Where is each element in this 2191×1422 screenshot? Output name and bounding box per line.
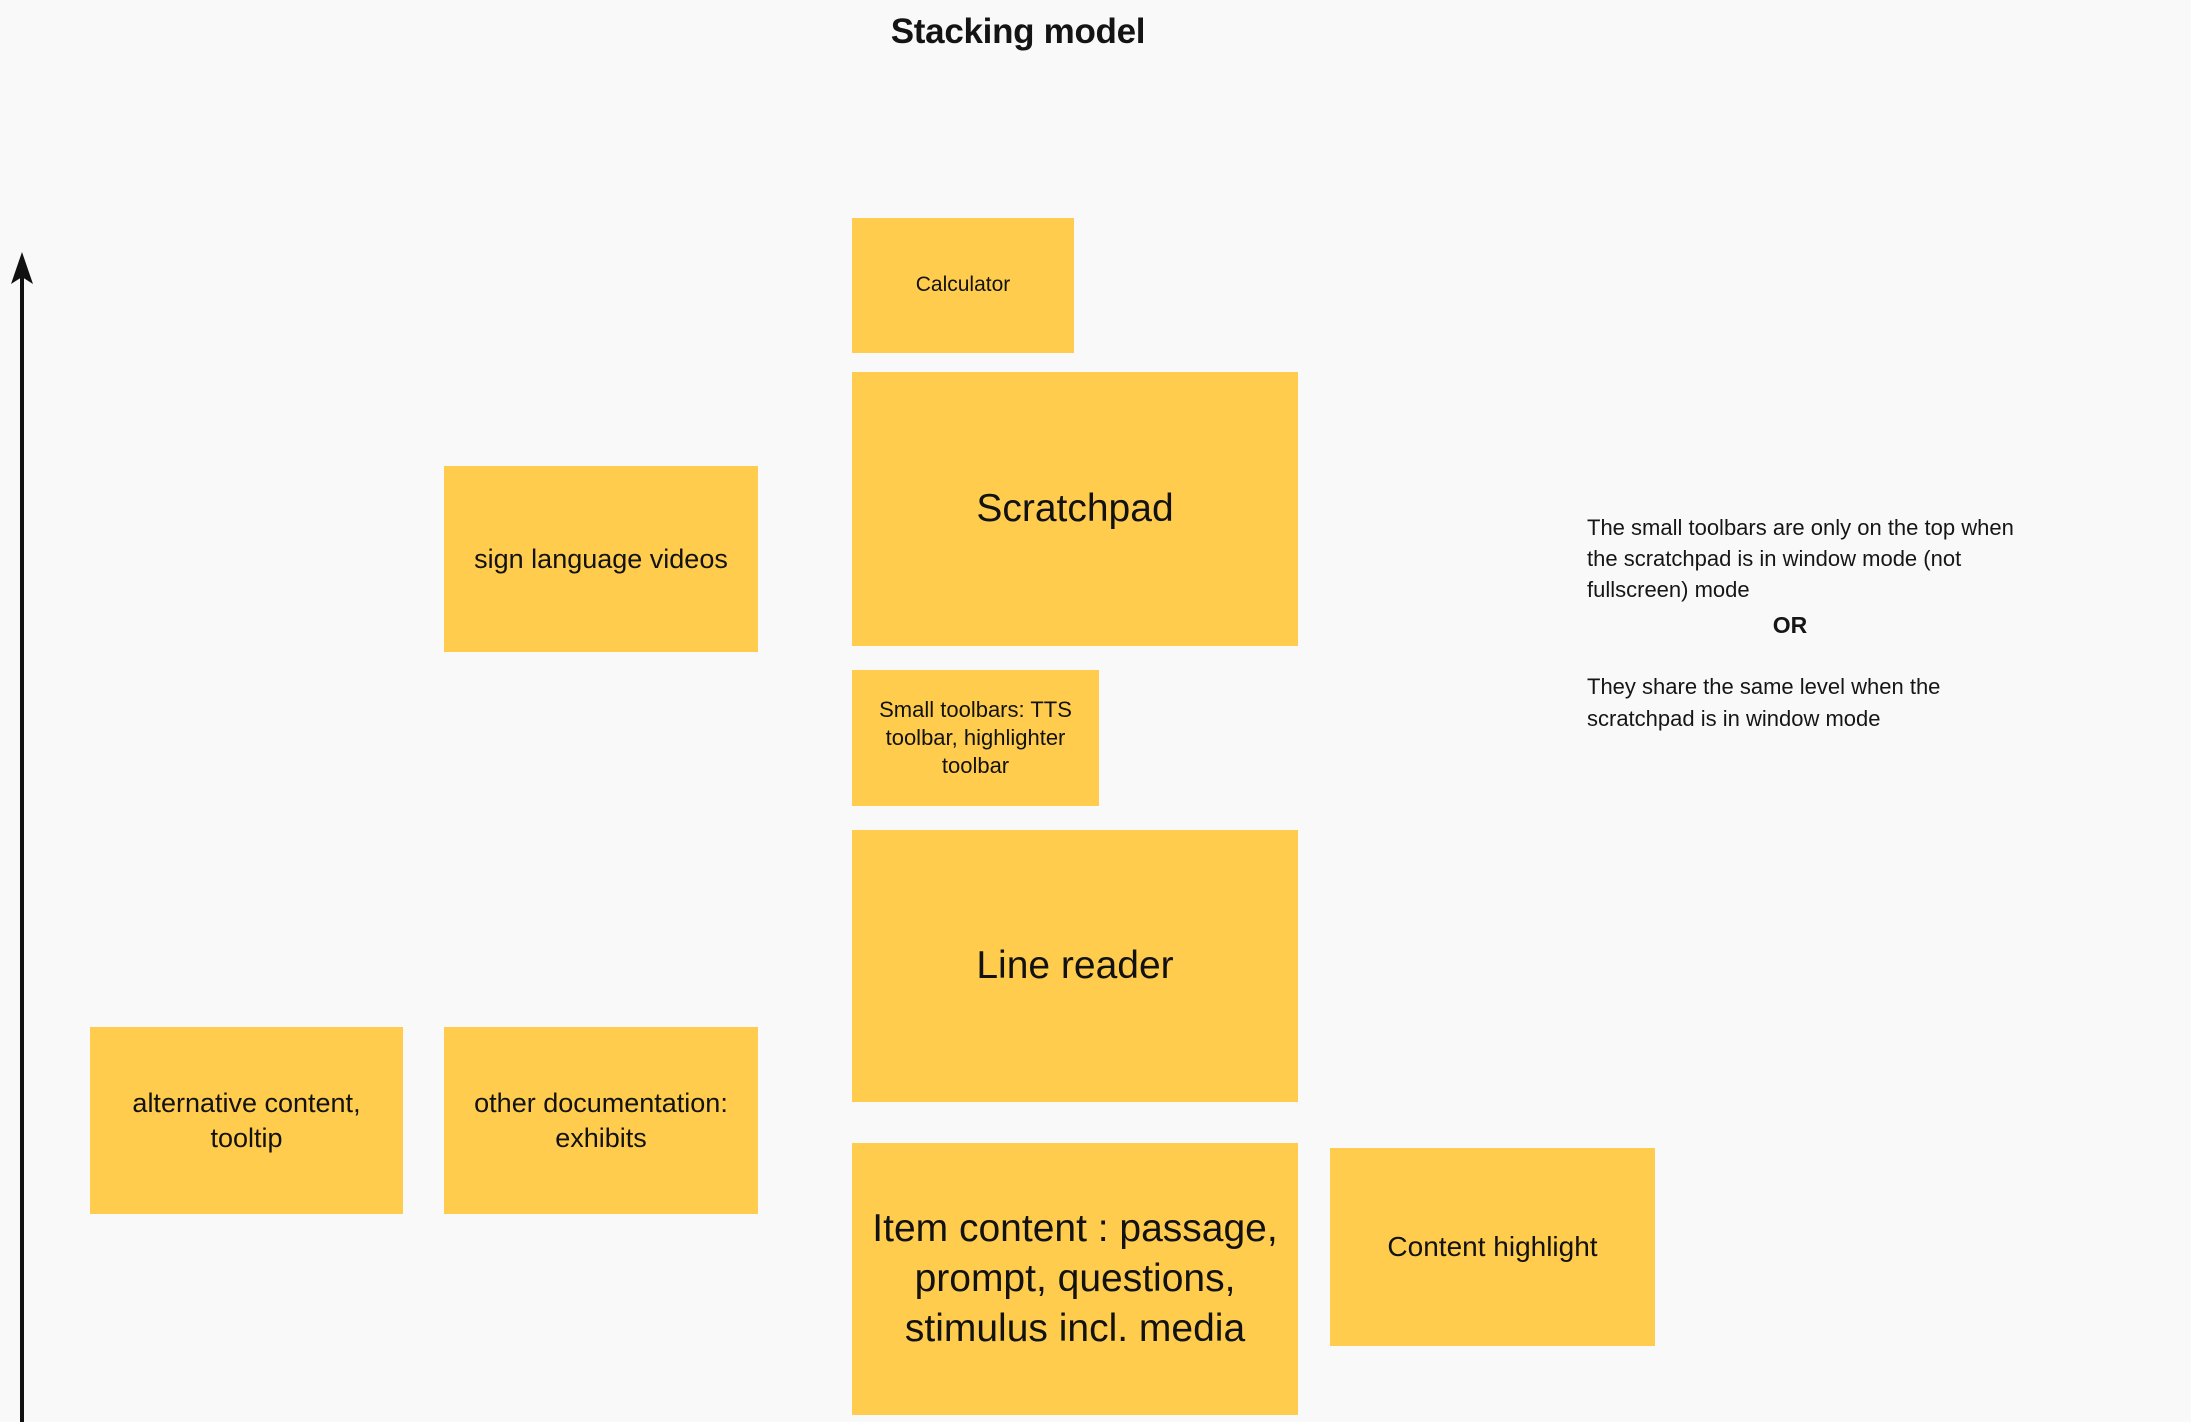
- node-line-reader-label: Line reader: [976, 944, 1174, 988]
- annotation-block: The small toolbars are only on the top w…: [1587, 512, 2017, 734]
- node-content-highlight[interactable]: Content highlight: [1330, 1148, 1655, 1346]
- annotation-or-label: OR: [1772, 611, 1808, 638]
- node-sign-language-videos-label: sign language videos: [474, 543, 728, 574]
- node-calculator-label: Calculator: [915, 273, 1011, 297]
- annotation-paragraph-two: They share the same level when the scrat…: [1587, 674, 1941, 731]
- stacking-order-arrow-icon: [11, 252, 33, 1422]
- node-other-documentation-label: other documentation: exhibits: [474, 1087, 728, 1153]
- node-line-reader[interactable]: Line reader: [852, 830, 1298, 1102]
- node-other-documentation[interactable]: other documentation: exhibits: [444, 1027, 758, 1214]
- node-scratchpad-label: Scratchpad: [976, 487, 1174, 531]
- node-sign-language-videos[interactable]: sign language videos: [444, 466, 758, 652]
- node-alternative-content-label: alternative content, tooltip: [132, 1087, 361, 1153]
- node-item-content[interactable]: Item content : passage, prompt, question…: [852, 1143, 1298, 1415]
- node-item-content-label: Item content : passage, prompt, question…: [872, 1207, 1278, 1350]
- node-small-toolbars[interactable]: Small toolbars: TTS toolbar, highlighter…: [852, 670, 1099, 806]
- page-title: Stacking model: [890, 12, 1146, 51]
- node-small-toolbars-label: Small toolbars: TTS toolbar, highlighter…: [879, 696, 1072, 779]
- annotation-paragraph-one: The small toolbars are only on the top w…: [1587, 515, 2014, 603]
- node-content-highlight-label: Content highlight: [1387, 1231, 1598, 1263]
- node-alternative-content[interactable]: alternative content, tooltip: [90, 1027, 403, 1214]
- node-calculator[interactable]: Calculator: [852, 218, 1074, 353]
- node-scratchpad[interactable]: Scratchpad: [852, 372, 1298, 646]
